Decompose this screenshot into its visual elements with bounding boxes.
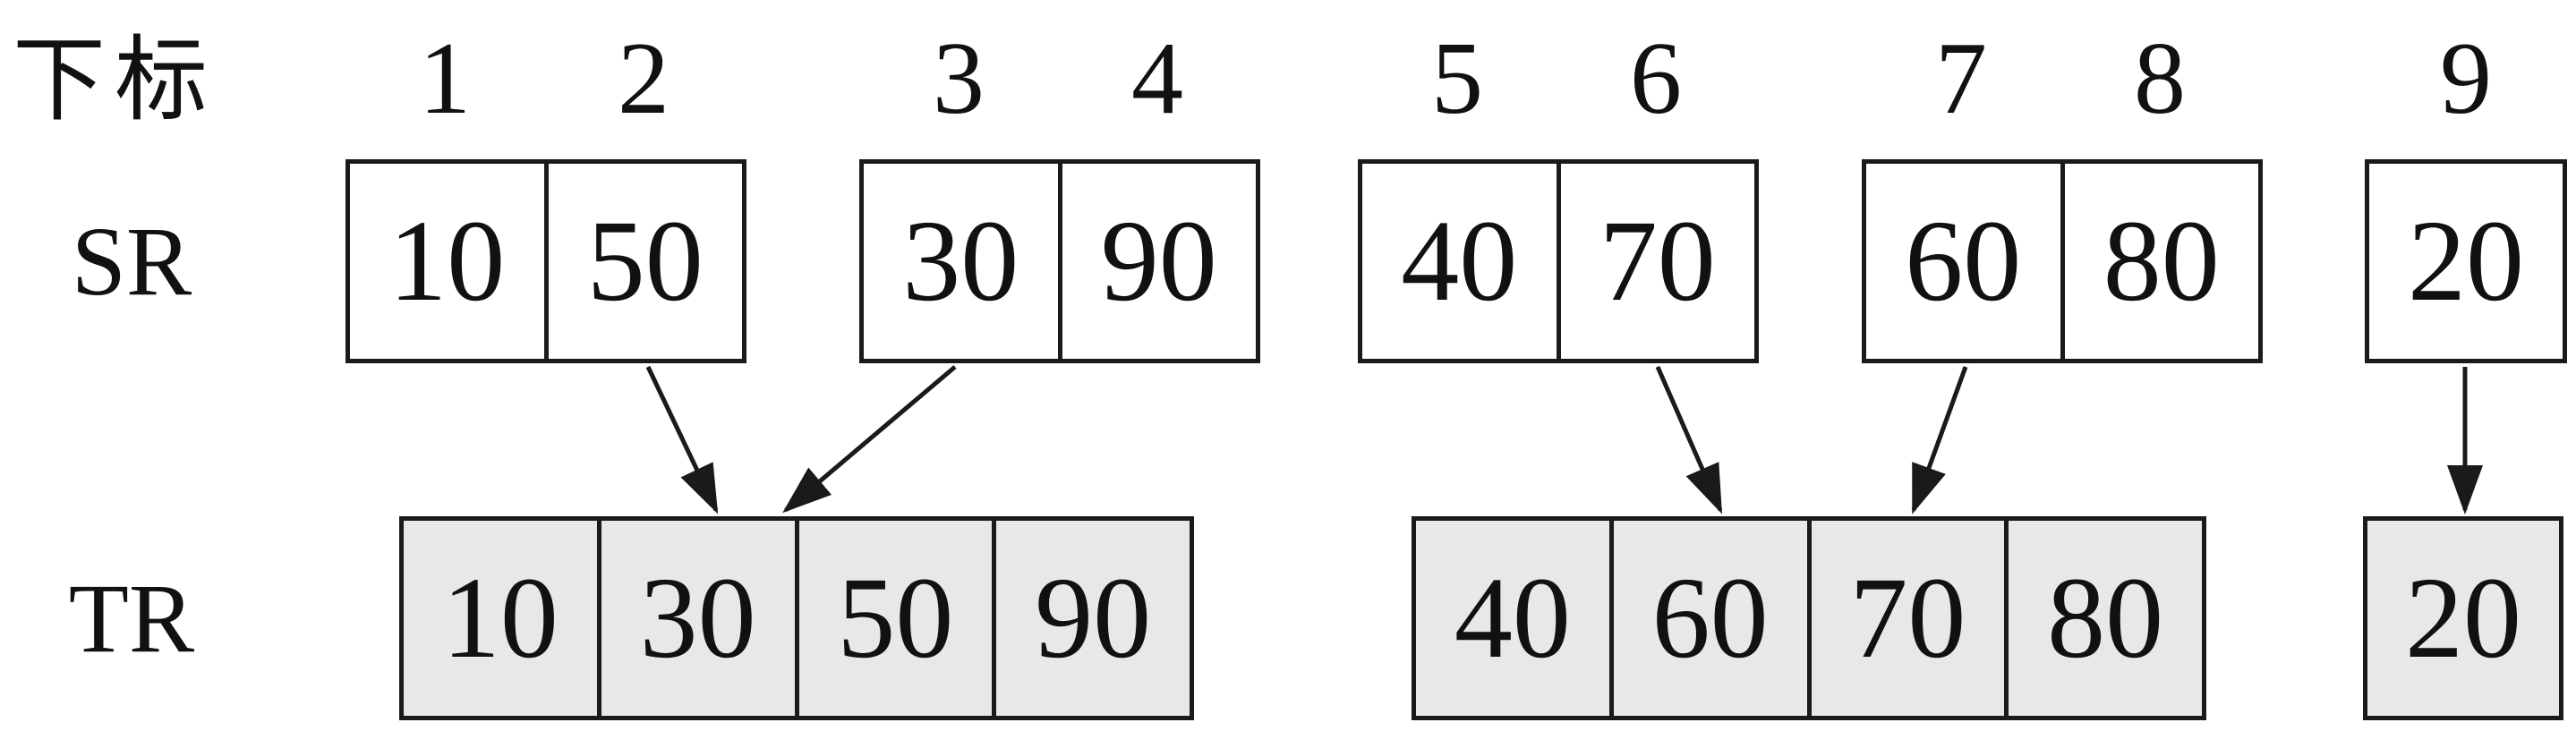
tr-cell-5: 40 bbox=[1454, 554, 1571, 683]
index-label-1: 1 bbox=[419, 21, 471, 136]
tr-cell-8: 80 bbox=[2004, 521, 2202, 716]
index-label-5: 5 bbox=[1431, 21, 1483, 136]
sr-row-label: SR bbox=[71, 206, 192, 316]
tr-cell-4: 90 bbox=[992, 521, 1190, 716]
tr-cell-6: 60 bbox=[1608, 521, 1807, 716]
sr-cell-2: 50 bbox=[543, 164, 743, 359]
sr-group-1: 10 50 bbox=[345, 159, 746, 363]
sr-cell-8: 80 bbox=[2060, 164, 2259, 359]
sr-group-2: 30 90 bbox=[859, 159, 1260, 363]
sr-cell-1: 10 bbox=[388, 197, 506, 326]
index-label-3: 3 bbox=[933, 21, 985, 136]
sr-group-5: 20 bbox=[2365, 159, 2567, 363]
index-caption: 下标 bbox=[13, 30, 218, 132]
tr-cell-1: 10 bbox=[441, 554, 559, 683]
sr-group-3: 40 70 bbox=[1358, 159, 1759, 363]
index-label-8: 8 bbox=[2134, 21, 2186, 136]
index-label-7: 7 bbox=[1935, 21, 1987, 136]
sr-cell-9: 20 bbox=[2408, 197, 2524, 326]
sr-cell-5: 40 bbox=[1401, 197, 1518, 326]
tr-cell-3: 50 bbox=[794, 521, 993, 716]
index-label-2: 2 bbox=[618, 21, 670, 136]
index-label-4: 4 bbox=[1131, 21, 1183, 136]
sr-cell-6: 70 bbox=[1556, 164, 1755, 359]
index-label-9: 9 bbox=[2440, 21, 2492, 136]
arrow-sr70-to-tr bbox=[1655, 365, 1723, 514]
arrow-sr50-to-tr bbox=[645, 365, 719, 514]
sr-cell-4: 90 bbox=[1057, 164, 1257, 359]
tr-row-label: TR bbox=[68, 563, 195, 673]
tr-group-3: 20 bbox=[2363, 516, 2563, 720]
arrow-sr60-to-tr bbox=[1911, 366, 1968, 514]
tr-cell-2: 30 bbox=[596, 521, 795, 716]
tr-cell-9: 20 bbox=[2405, 554, 2521, 683]
tr-cell-7: 70 bbox=[1806, 521, 2005, 716]
index-label-6: 6 bbox=[1630, 21, 1682, 136]
sr-cell-3: 30 bbox=[902, 197, 1019, 326]
tr-group-2: 40 60 70 80 bbox=[1412, 516, 2206, 720]
sr-cell-7: 60 bbox=[1905, 197, 2022, 326]
sr-group-4: 60 80 bbox=[1862, 159, 2263, 363]
tr-group-1: 10 30 50 90 bbox=[399, 516, 1194, 720]
arrow-sr30-to-tr bbox=[782, 365, 957, 514]
